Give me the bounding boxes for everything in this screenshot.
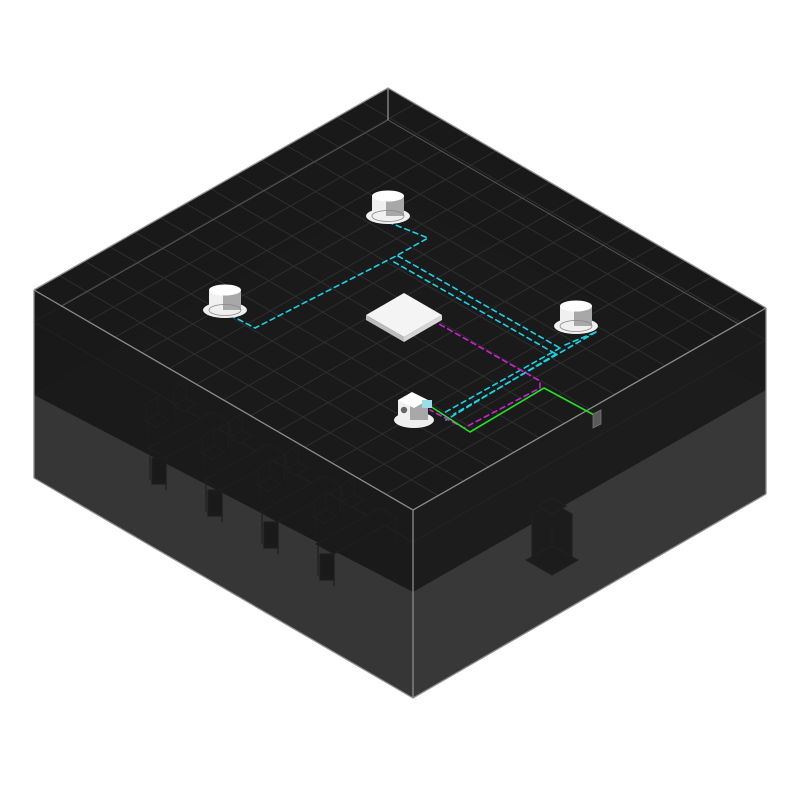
cable-cyan-right-link xyxy=(564,331,597,346)
front-right-wall xyxy=(413,308,766,698)
room-edges xyxy=(33,87,767,699)
ceiling-speaker-icon xyxy=(366,190,410,224)
cable-cyan-drop-a xyxy=(441,347,561,415)
wall-box-icon xyxy=(592,409,602,429)
ceiling-speaker-icon xyxy=(554,300,598,334)
speaker-rim xyxy=(559,320,593,332)
grid-line xyxy=(331,260,686,464)
cable-cyan-trunk-b xyxy=(393,261,557,355)
speaker-rim xyxy=(208,304,242,316)
wall-box-face xyxy=(592,409,602,429)
grid-line xyxy=(337,116,716,338)
speaker-top xyxy=(209,284,241,296)
cable-cyan-speaker-run xyxy=(231,221,429,329)
grid-line xyxy=(304,244,659,448)
camera-lens xyxy=(400,406,408,414)
ceiling-panel-icon xyxy=(366,293,442,342)
grid-line xyxy=(385,291,740,495)
device-port xyxy=(422,400,432,408)
device-top xyxy=(398,392,428,408)
grid-line xyxy=(362,101,742,323)
ceiling-devices xyxy=(203,190,602,429)
panel-edge-left xyxy=(366,315,404,342)
grid-line xyxy=(236,174,615,396)
speaker-top xyxy=(372,190,404,202)
cable-cyan-right-speaker xyxy=(453,331,597,415)
ceiling-speaker-icon xyxy=(203,284,247,318)
ceiling-camera-microphone-icon xyxy=(394,392,434,428)
cable-runs xyxy=(231,221,597,433)
speaker-rim xyxy=(371,210,405,222)
cable-cyan-trunk-a xyxy=(397,255,561,349)
grid-line xyxy=(277,228,632,432)
front-left-wall xyxy=(34,290,413,698)
panel-edge-right xyxy=(404,315,442,342)
grid-line xyxy=(311,130,691,352)
grid-line xyxy=(286,145,666,367)
cable-magenta-panel-run xyxy=(429,319,541,429)
cable-green-wall-run xyxy=(429,387,597,433)
speaker-top xyxy=(560,300,592,312)
